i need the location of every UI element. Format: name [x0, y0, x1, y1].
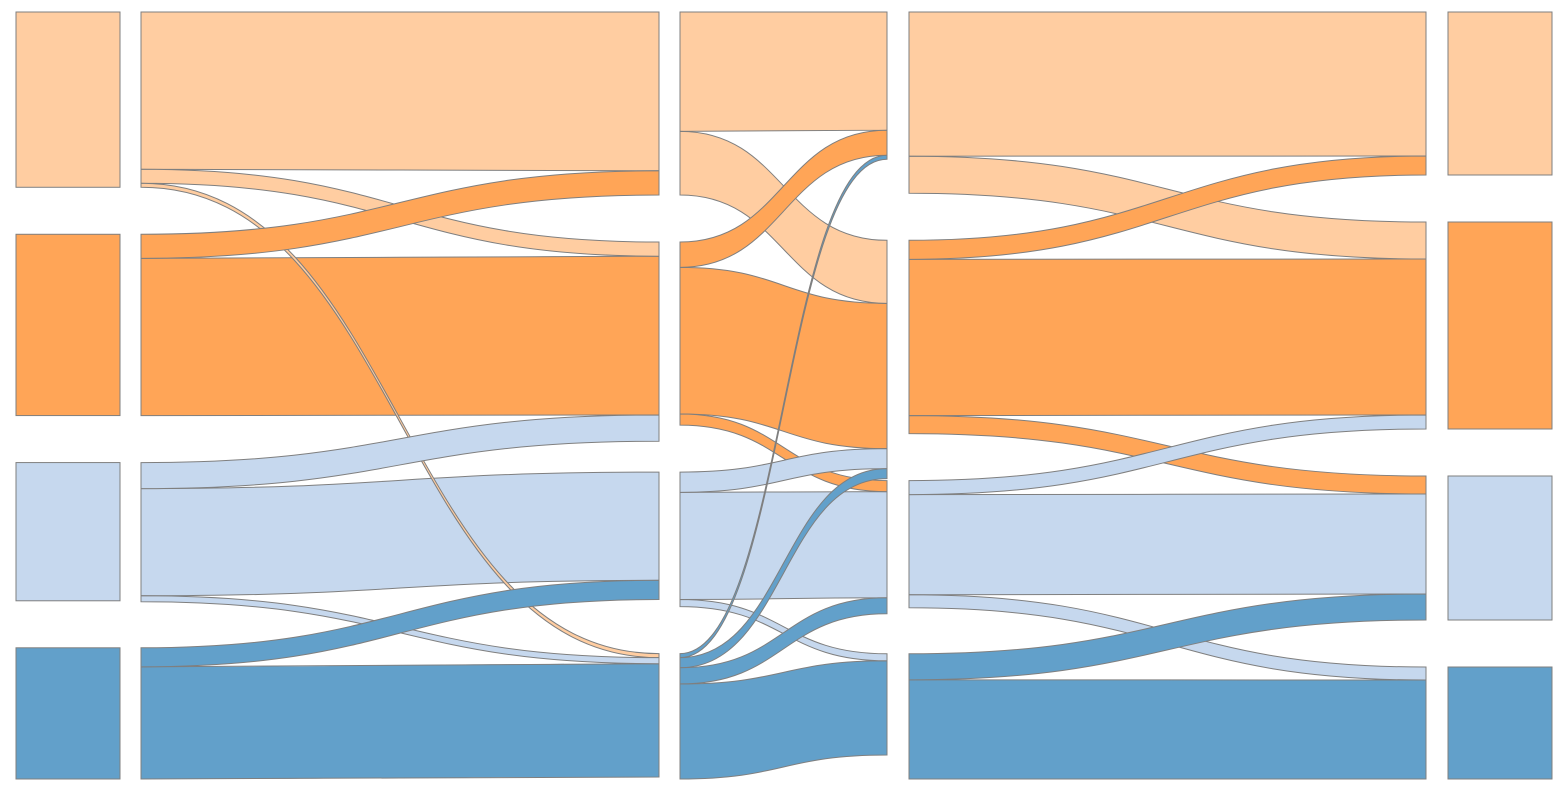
- flow-2-D-to-D: [679, 660, 888, 780]
- node-stage-1-D: [15, 647, 121, 780]
- flows-layer: [140, 11, 1427, 780]
- flow-2-D-to-A: [679, 154, 888, 659]
- flow-2-D-to-B: [679, 468, 888, 669]
- flow-3-B-to-A: [908, 155, 1427, 260]
- flow-1-A-to-A: [140, 11, 660, 172]
- flow-1-D-to-D: [140, 663, 660, 780]
- node-stage-1-C: [15, 462, 121, 602]
- flow-2-A-to-B: [679, 130, 888, 304]
- node-stage-1-B: [15, 233, 121, 417]
- flow-1-C-to-B: [140, 414, 660, 490]
- node-stage-4-D: [1447, 666, 1553, 780]
- flow-1-B-to-A: [140, 170, 660, 259]
- flow-3-C-to-B: [908, 414, 1427, 496]
- flow-1-D-to-C: [140, 579, 660, 668]
- flow-1-C-to-C: [140, 471, 660, 597]
- node-stage-1-A: [15, 11, 121, 188]
- flow-3-A-to-A: [908, 11, 1427, 157]
- node-stage-4-A: [1447, 11, 1553, 176]
- flow-3-B-to-B: [908, 258, 1427, 417]
- flow-2-D-to-C: [679, 597, 888, 685]
- flow-2-B-to-C: [679, 413, 888, 493]
- nodes-layer: [15, 11, 1553, 780]
- flow-2-C-to-C: [679, 491, 888, 601]
- flow-3-C-to-C: [908, 493, 1427, 596]
- flow-2-A-to-A: [679, 11, 888, 132]
- node-stage-4-C: [1447, 475, 1553, 621]
- node-stage-4-B: [1447, 221, 1553, 430]
- flow-3-D-to-D: [908, 679, 1427, 780]
- flow-1-B-to-B: [140, 255, 660, 417]
- flow-3-D-to-C: [908, 593, 1427, 681]
